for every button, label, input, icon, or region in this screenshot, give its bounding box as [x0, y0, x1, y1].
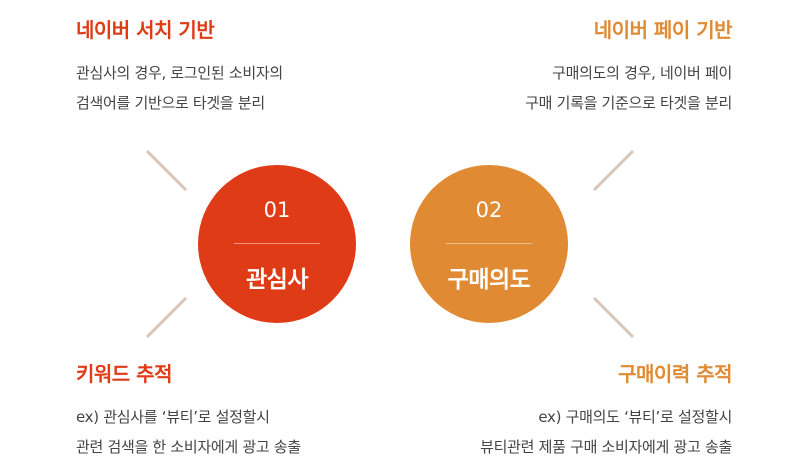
bottom-left-description: ex) 관심사를 ‘뷰티’로 설정할시 관련 검색을 한 소비자에게 광고 송출: [76, 402, 301, 462]
top-left-line2: 검색어를 기반으로 타겟을 분리: [76, 94, 265, 112]
purchase-intent-number: 02: [475, 198, 503, 222]
bottom-left-line2: 관련 검색을 한 소비자에게 광고 송출: [76, 438, 301, 456]
bottom-left-line1: ex) 관심사를 ‘뷰티’로 설정할시: [76, 408, 270, 426]
bottom-right-line2: 뷰티관련 제품 구매 소비자에게 광고 송출: [480, 438, 732, 456]
bottom-right-line1: ex) 구매의도 ‘뷰티’로 설정할시: [538, 408, 732, 426]
bottom-right-title: 구매이력 추적: [618, 362, 732, 386]
connector-top-left: [145, 149, 188, 192]
bottom-left-block: 키워드 추적 ex) 관심사를 ‘뷰티’로 설정할시 관련 검색을 한 소비자에…: [76, 358, 301, 462]
connector-bottom-right: [592, 296, 635, 339]
purchase-intent-divider: [446, 243, 532, 244]
connector-top-right: [592, 149, 635, 192]
purchase-intent-label: 구매의도: [447, 267, 531, 293]
interest-divider: [234, 243, 320, 244]
top-right-title: 네이버 페이 기반: [593, 18, 733, 42]
top-right-description: 구매의도의 경우, 네이버 페이 구매 기록을 기준으로 타겟을 분리: [525, 58, 732, 118]
connector-bottom-left: [145, 296, 188, 339]
top-right-line1: 구매의도의 경우, 네이버 페이: [552, 64, 732, 82]
interest-label: 관심사: [246, 267, 308, 293]
bottom-left-title: 키워드 추적: [76, 362, 172, 386]
bottom-right-block: 구매이력 추적 ex) 구매의도 ‘뷰티’로 설정할시 뷰티관련 제품 구매 소…: [480, 358, 732, 462]
top-left-block: 네이버 서치 기반 관심사의 경우, 로그인된 소비자의 검색어를 기반으로 타…: [76, 14, 283, 118]
purchase-intent-circle: 02 구매의도: [410, 165, 568, 323]
top-right-block: 네이버 페이 기반 구매의도의 경우, 네이버 페이 구매 기록을 기준으로 타…: [525, 14, 732, 118]
interest-circle: 01 관심사: [198, 165, 356, 323]
top-left-title: 네이버 서치 기반: [76, 18, 215, 42]
interest-number: 01: [263, 198, 291, 222]
top-left-description: 관심사의 경우, 로그인된 소비자의 검색어를 기반으로 타겟을 분리: [76, 58, 283, 118]
top-right-line2: 구매 기록을 기준으로 타겟을 분리: [525, 94, 732, 112]
bottom-right-description: ex) 구매의도 ‘뷰티’로 설정할시 뷰티관련 제품 구매 소비자에게 광고 …: [480, 402, 732, 462]
top-left-line1: 관심사의 경우, 로그인된 소비자의: [76, 64, 283, 82]
